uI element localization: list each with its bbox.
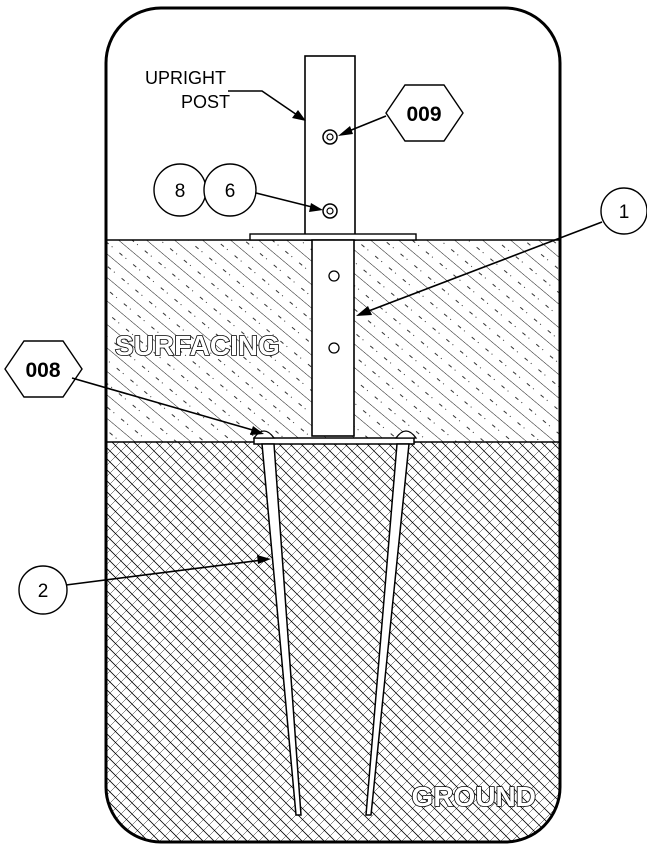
callout-1-text: 1	[619, 202, 630, 223]
callout-2-text: 2	[38, 581, 49, 602]
callout-circle-2	[18, 565, 68, 615]
callout-6-arrow	[309, 203, 323, 212]
callout-009-text: 009	[406, 103, 441, 126]
callout-008-leader	[71, 377, 257, 432]
callout-hex-008	[4, 340, 83, 398]
callout-hex-009	[385, 84, 464, 142]
callout-2-leader	[65, 559, 263, 586]
upright-post-label-line2: POST	[181, 92, 230, 112]
bolt-upper	[322, 129, 338, 145]
base-plate	[249, 233, 417, 241]
callout-009-arrow	[338, 126, 353, 136]
callout-6-leader	[255, 192, 317, 209]
callout-1-leader	[365, 221, 603, 313]
ground-layer	[106, 442, 560, 842]
ground-stake-right	[365, 443, 410, 816]
anchor-head-right	[394, 430, 418, 439]
callout-circle-6	[203, 163, 257, 217]
callout-circle-1	[600, 187, 647, 235]
upright-post-label-line1: UPRIGHT	[145, 68, 226, 88]
embedded-post	[311, 239, 355, 437]
section-frame	[104, 6, 562, 844]
bolt-lower	[322, 203, 338, 219]
post-hole-upper	[328, 270, 340, 282]
anchor-bracket	[253, 437, 415, 445]
ground-stake-left	[261, 443, 302, 816]
post-hole-lower	[328, 342, 340, 354]
callout-6-text: 6	[225, 181, 236, 202]
upright-post-arrow	[292, 110, 306, 121]
callout-2-arrow	[257, 555, 271, 564]
callout-008-text: 008	[25, 359, 60, 382]
callout-1-arrow	[356, 306, 372, 316]
surfacing-label: SURFACING	[115, 330, 280, 361]
callout-8-text: 8	[175, 181, 186, 202]
ground-label: GROUND	[412, 781, 536, 812]
callout-008-arrow	[250, 426, 264, 435]
upright-post-leader	[228, 90, 301, 118]
